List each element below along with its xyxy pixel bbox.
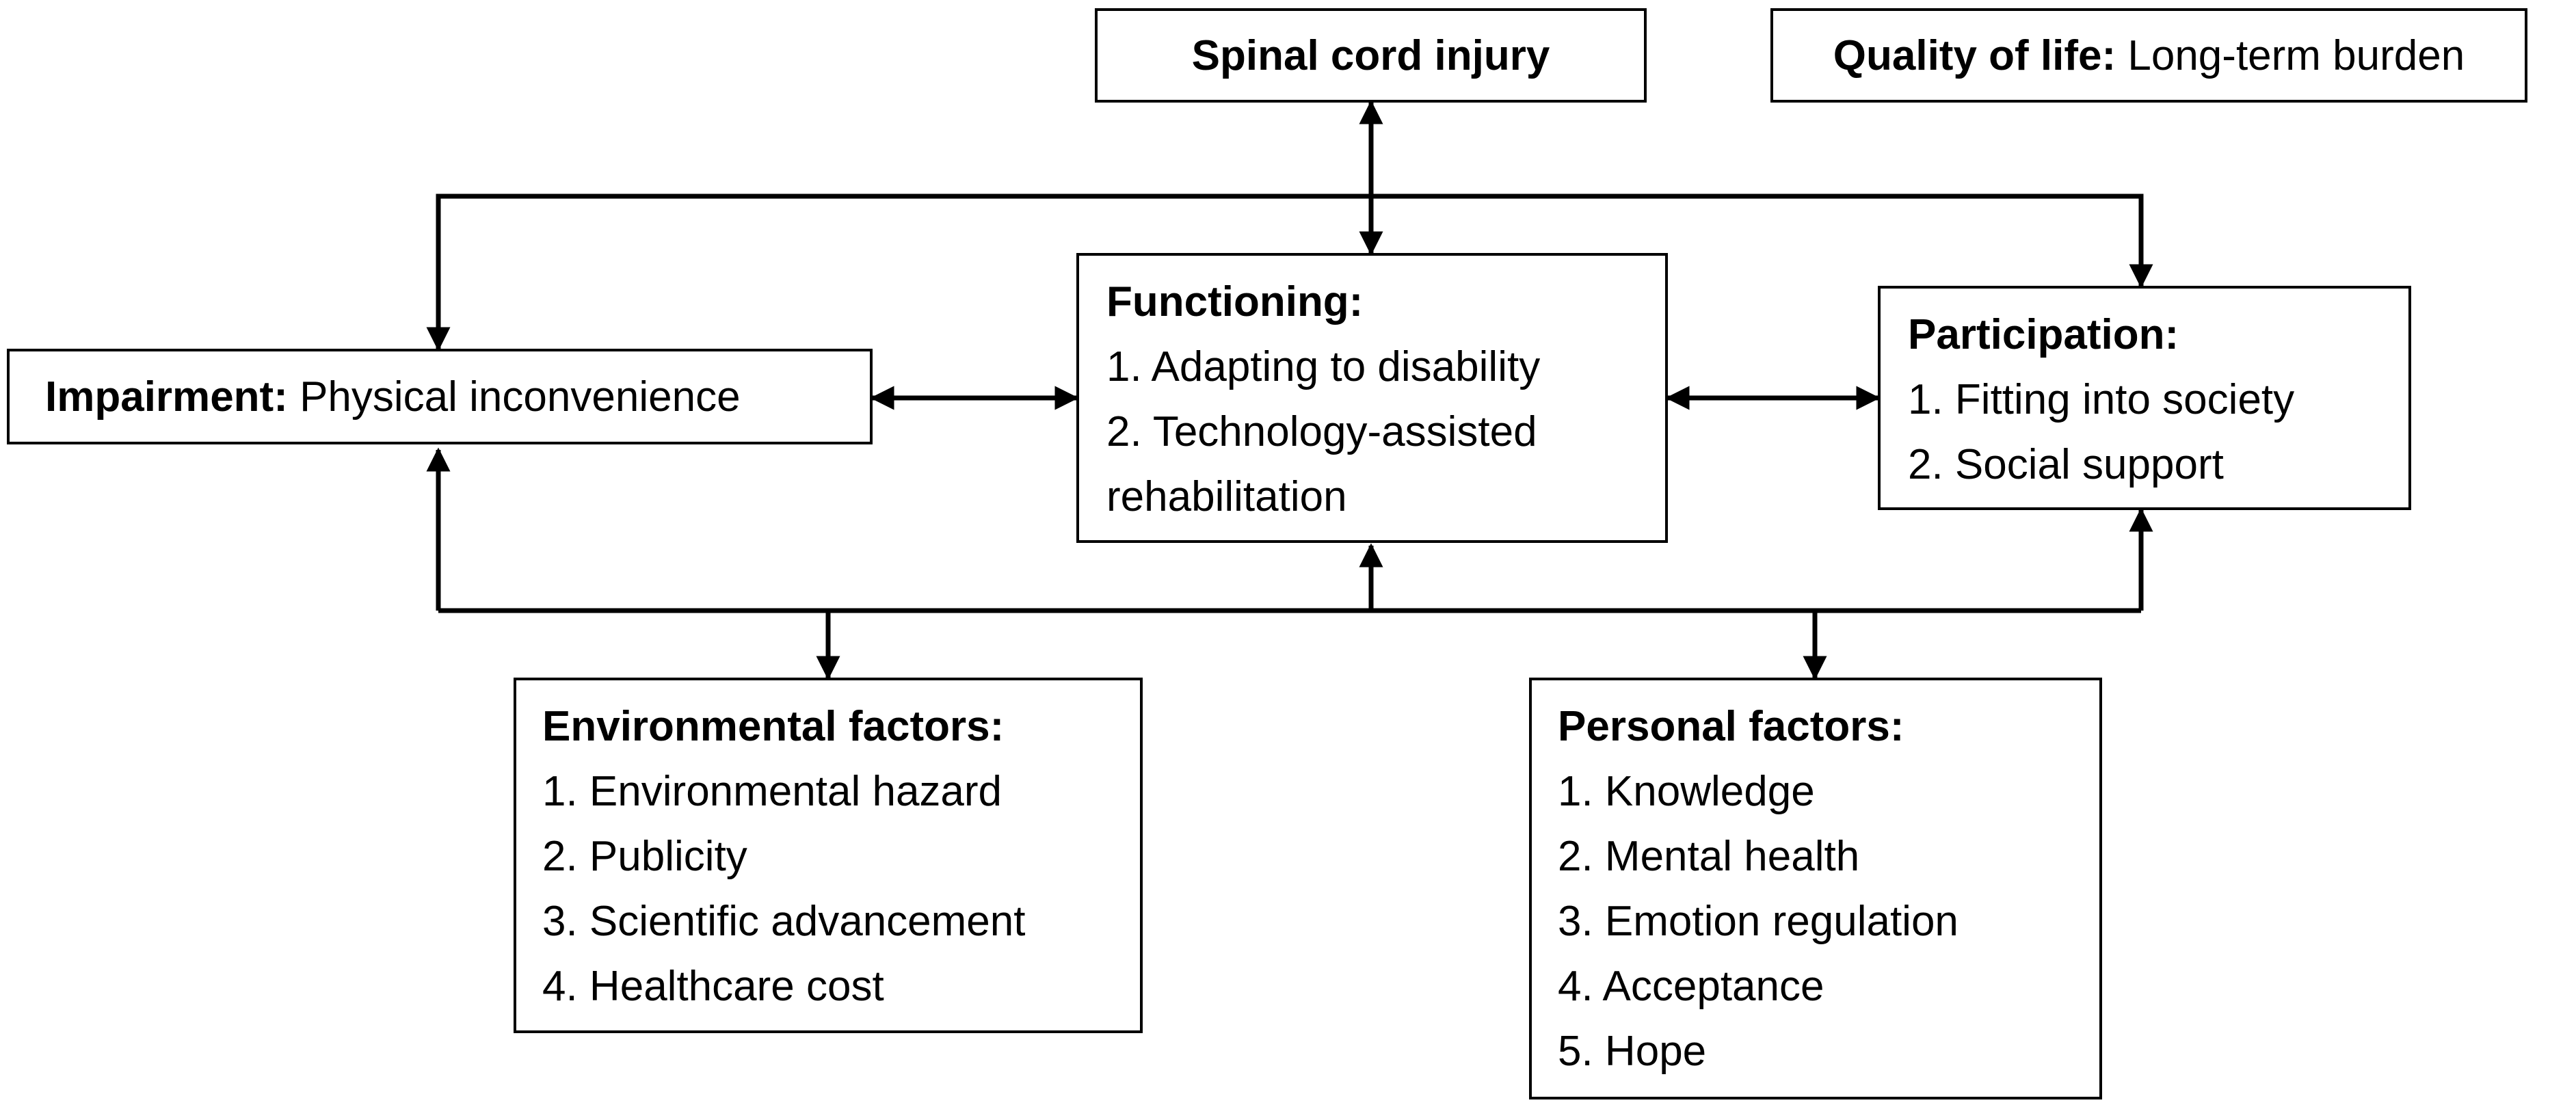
functioning-item: 2. Technology-assisted bbox=[1106, 408, 1537, 455]
impairment-box: Impairment: Physical inconvenience bbox=[7, 349, 873, 444]
personal-factor-item: 4. Acceptance bbox=[1558, 963, 1824, 1010]
personal-factors-title: Personal factors: bbox=[1558, 703, 1904, 750]
environmental-factor-item: 3. Scientific advancement bbox=[542, 898, 1026, 945]
quality-of-life-box: Quality of life: Long-term burden bbox=[1770, 8, 2527, 103]
participation-item: 1. Fitting into society bbox=[1908, 376, 2295, 423]
top-connector-bar bbox=[426, 194, 2153, 351]
personal-factor-item: 5. Hope bbox=[1558, 1028, 1707, 1075]
quality-of-life-title: Quality of life: bbox=[1833, 31, 2116, 79]
environmental-factors-title: Environmental factors: bbox=[542, 703, 1005, 750]
participation-item: 2. Social support bbox=[1908, 441, 2224, 488]
quality-of-life-text: Long-term burden bbox=[2116, 31, 2465, 79]
personal-factors-box: Personal factors: 1. Knowledge 2. Mental… bbox=[1529, 678, 2102, 1099]
personal-factor-item: 1. Knowledge bbox=[1558, 768, 1815, 815]
functioning-item: rehabilitation bbox=[1106, 473, 1347, 520]
impairment-text: Physical inconvenience bbox=[287, 373, 741, 421]
functioning-item: 1. Adapting to disability bbox=[1106, 343, 1541, 390]
personal-factor-item: 3. Emotion regulation bbox=[1558, 898, 1958, 945]
participation-title: Participation: bbox=[1908, 311, 2179, 358]
spinal-cord-injury-label: Spinal cord injury bbox=[1191, 31, 1550, 79]
functioning-title: Functioning: bbox=[1106, 278, 1364, 325]
functioning-box: Functioning: 1. Adapting to disability 2… bbox=[1076, 253, 1668, 543]
environmental-factor-item: 4. Healthcare cost bbox=[542, 963, 884, 1010]
environmental-factors-box: Environmental factors: 1. Environmental … bbox=[514, 678, 1143, 1033]
impairment-title: Impairment: bbox=[45, 373, 288, 421]
environmental-factor-item: 2. Publicity bbox=[542, 833, 747, 880]
spinal-cord-injury-box: Spinal cord injury bbox=[1095, 8, 1647, 103]
participation-box: Participation: 1. Fitting into society 2… bbox=[1878, 286, 2411, 510]
personal-factor-item: 2. Mental health bbox=[1558, 833, 1860, 880]
environmental-factor-item: 1. Environmental hazard bbox=[542, 768, 1002, 815]
